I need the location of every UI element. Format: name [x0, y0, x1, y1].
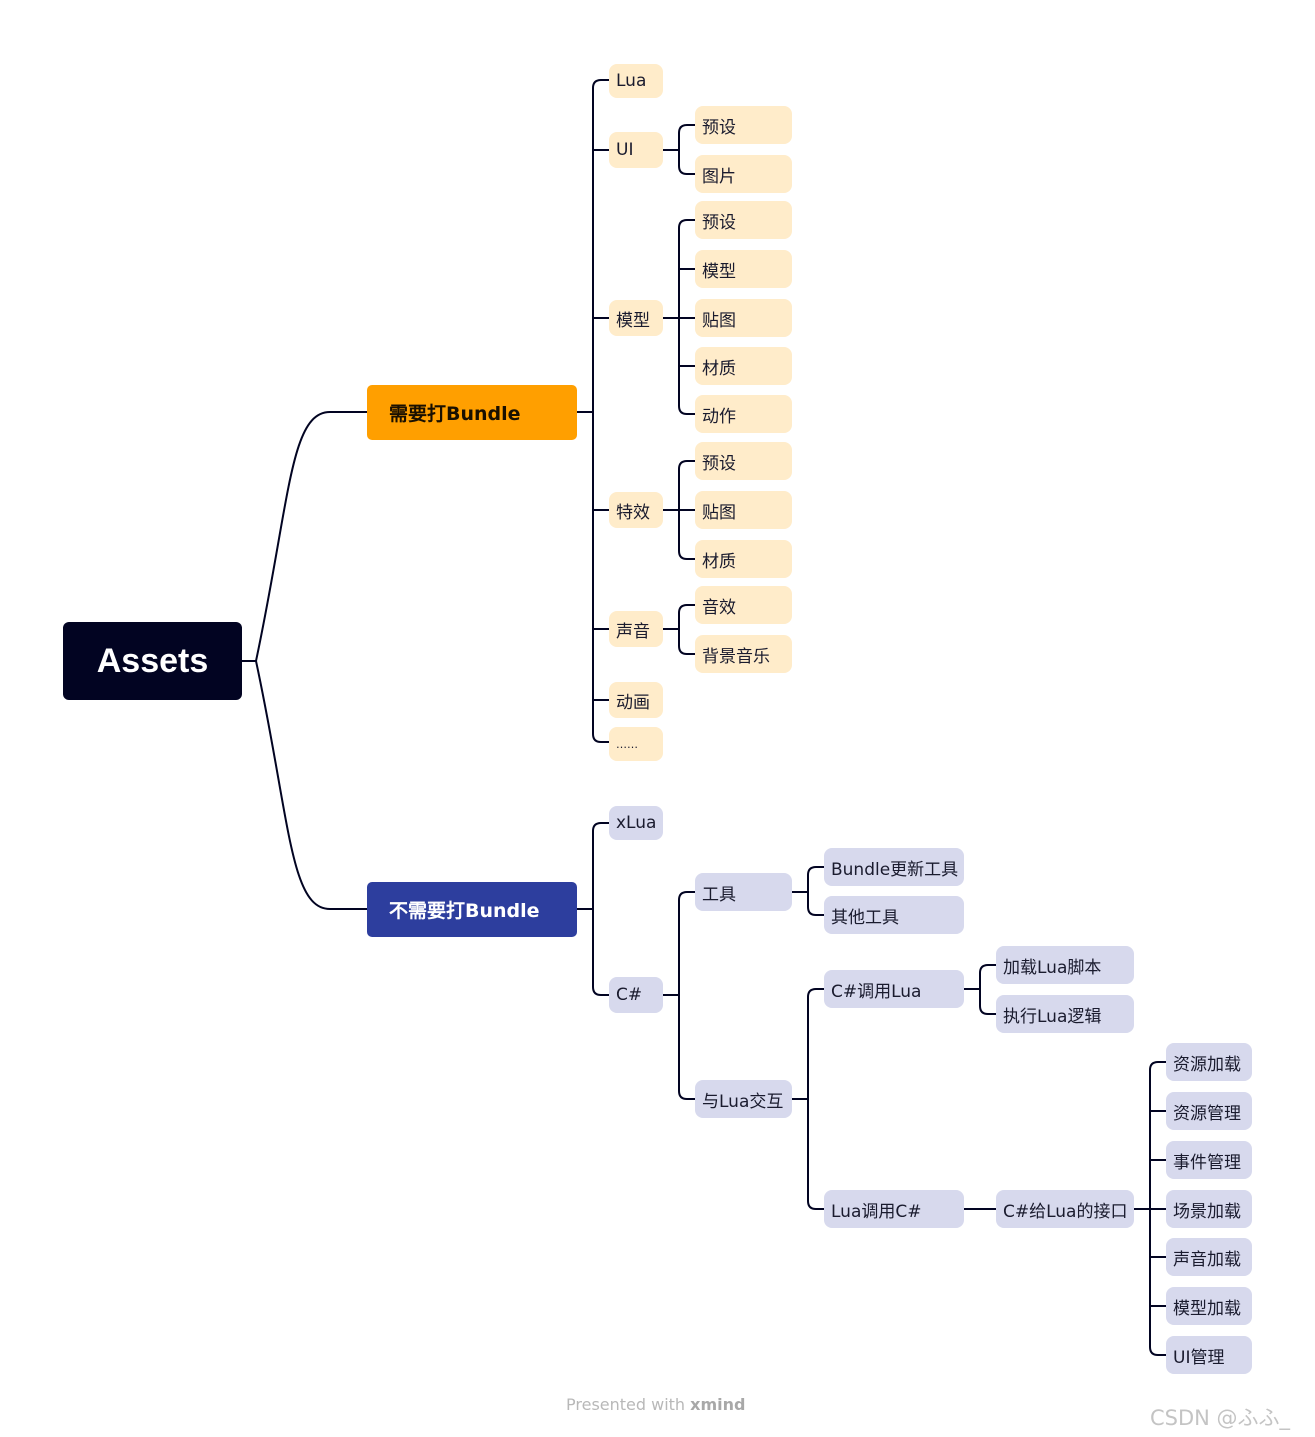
- node-sound-loading[interactable]: 声音加载: [1166, 1238, 1252, 1276]
- branch-needs-bundle[interactable]: 需要打Bundle: [367, 385, 577, 440]
- node-model-texture[interactable]: 贴图: [695, 299, 792, 337]
- node-tools[interactable]: 工具: [695, 873, 792, 911]
- root-node[interactable]: Assets: [63, 622, 242, 700]
- node-bundle-update-tool[interactable]: Bundle更新工具: [824, 848, 964, 886]
- node-more[interactable]: ……: [609, 727, 663, 761]
- node-model-prefab[interactable]: 预设: [695, 201, 792, 239]
- node-sound-bgm[interactable]: 背景音乐: [695, 635, 792, 673]
- csdn-watermark: CSDN @ふふ_: [1150, 1406, 1291, 1430]
- node-effect-material[interactable]: 材质: [695, 540, 792, 578]
- node-resource-management[interactable]: 资源管理: [1166, 1092, 1252, 1130]
- node-lua-interop[interactable]: 与Lua交互: [695, 1080, 792, 1118]
- node-effect[interactable]: 特效: [609, 492, 663, 528]
- connector-branch-a-spine: [592, 79, 610, 743]
- node-lua[interactable]: Lua: [609, 64, 663, 98]
- node-model-model[interactable]: 模型: [695, 250, 792, 288]
- node-event-management[interactable]: 事件管理: [1166, 1141, 1252, 1179]
- presented-with-footer: Presented with xmind: [566, 1395, 745, 1414]
- node-lua-calls-cs[interactable]: Lua调用C#: [824, 1190, 964, 1228]
- node-csharp[interactable]: C#: [609, 977, 663, 1013]
- node-model-material[interactable]: 材质: [695, 347, 792, 385]
- node-other-tools[interactable]: 其他工具: [824, 896, 964, 934]
- node-model-loading[interactable]: 模型加载: [1166, 1287, 1252, 1325]
- node-run-lua-logic[interactable]: 执行Lua逻辑: [996, 995, 1134, 1033]
- connector-branch-a: [255, 411, 368, 662]
- node-model-animation[interactable]: 动作: [695, 395, 792, 433]
- xmind-brand: xmind: [690, 1395, 746, 1414]
- node-cs-calls-lua[interactable]: C#调用Lua: [824, 970, 964, 1008]
- node-effect-prefab[interactable]: 预设: [695, 442, 792, 480]
- footer-prefix: Presented with: [566, 1395, 686, 1414]
- node-ui[interactable]: UI: [609, 132, 663, 168]
- node-cs-api-for-lua[interactable]: C#给Lua的接口: [996, 1190, 1134, 1228]
- node-ui-management[interactable]: UI管理: [1166, 1336, 1252, 1374]
- node-scene-loading[interactable]: 场景加载: [1166, 1190, 1252, 1228]
- node-animation[interactable]: 动画: [609, 682, 663, 718]
- node-load-lua-script[interactable]: 加载Lua脚本: [996, 946, 1134, 984]
- node-sound-effect[interactable]: 音效: [695, 586, 792, 624]
- node-resource-loading[interactable]: 资源加载: [1166, 1043, 1252, 1081]
- node-sound[interactable]: 声音: [609, 611, 663, 647]
- branch-no-bundle[interactable]: 不需要打Bundle: [367, 882, 577, 937]
- node-effect-texture[interactable]: 贴图: [695, 491, 792, 529]
- node-xlua[interactable]: xLua: [609, 806, 663, 840]
- node-model[interactable]: 模型: [609, 300, 663, 336]
- node-ui-prefab[interactable]: 预设: [695, 106, 792, 144]
- node-ui-image[interactable]: 图片: [695, 155, 792, 193]
- connector-branch-b: [255, 660, 368, 910]
